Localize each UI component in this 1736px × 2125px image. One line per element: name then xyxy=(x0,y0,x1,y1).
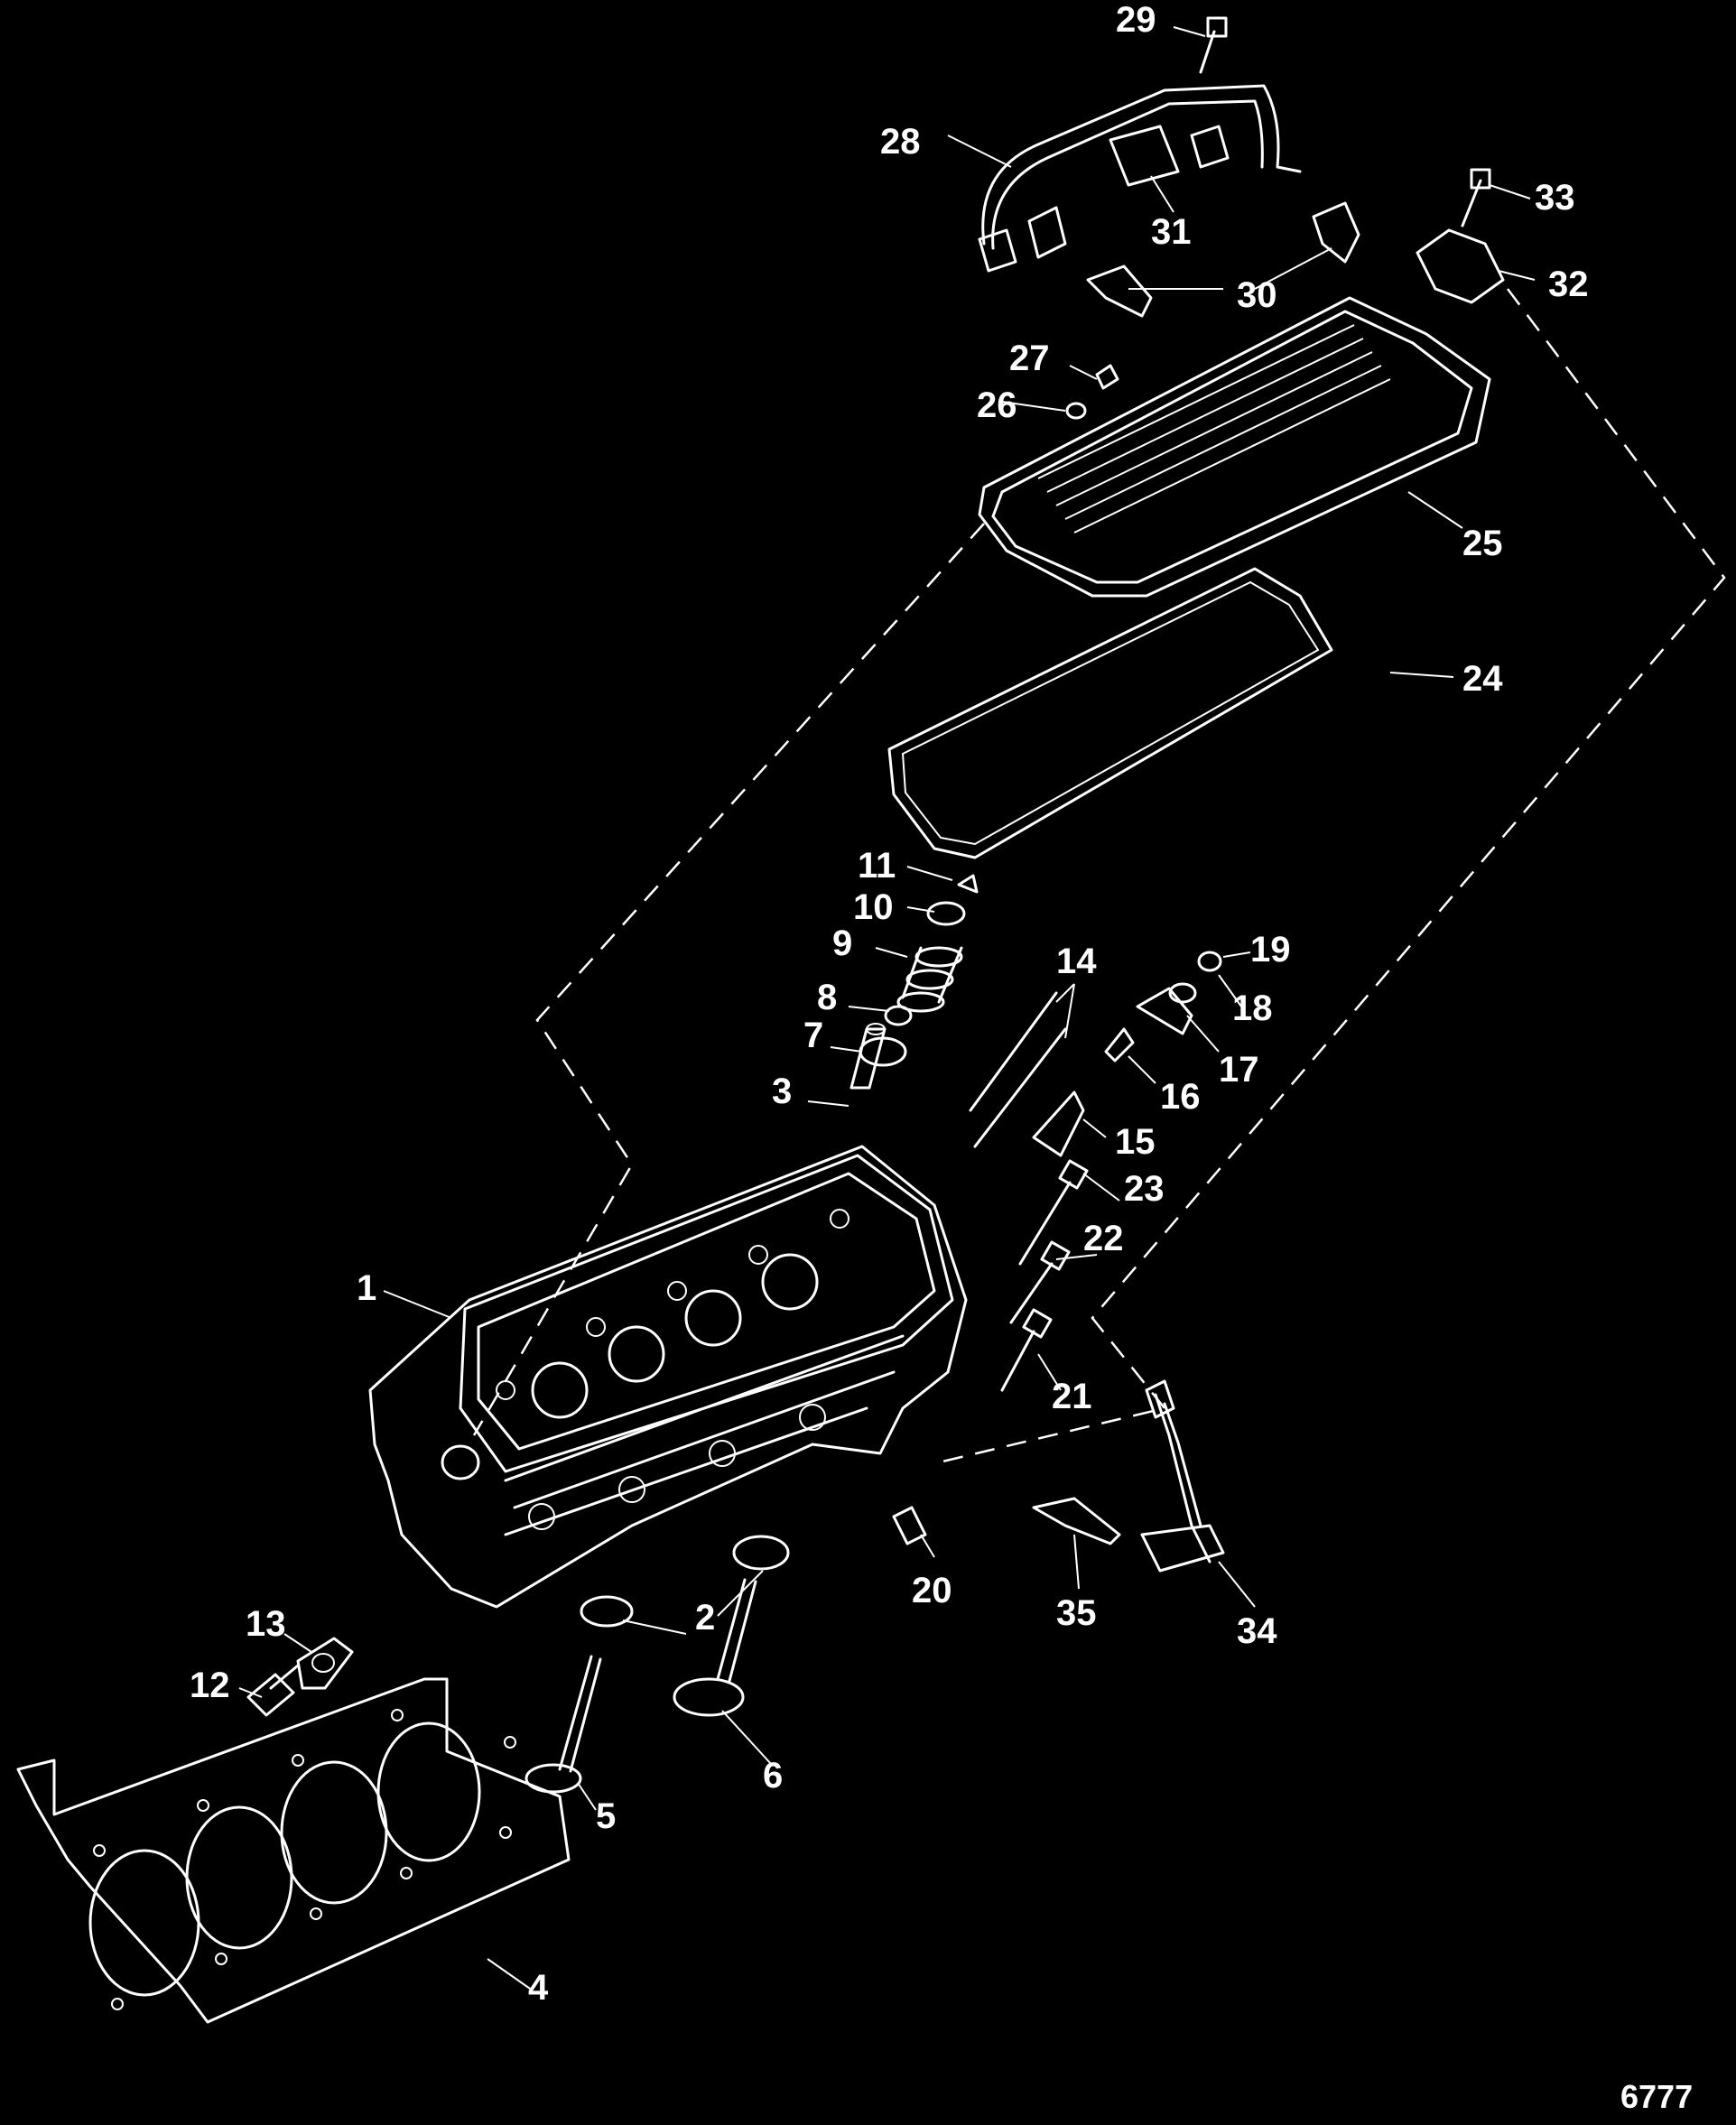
callout-5: 5 xyxy=(596,1796,616,1836)
callout-25: 25 xyxy=(1462,524,1503,563)
harness-bolt-part xyxy=(1199,16,1228,74)
callout-15: 15 xyxy=(1115,1122,1156,1162)
callout-22: 22 xyxy=(1083,1219,1124,1258)
callout-18: 18 xyxy=(1232,988,1273,1028)
ignition-harness-part xyxy=(978,84,1302,273)
callout-30: 30 xyxy=(1237,275,1277,315)
coil-bolt-part xyxy=(1461,168,1491,227)
callout-10: 10 xyxy=(853,887,894,927)
valve-cover-part xyxy=(978,296,1491,598)
callout-8: 8 xyxy=(817,978,837,1017)
callout-12: 12 xyxy=(190,1666,230,1705)
callout-1: 1 xyxy=(357,1268,376,1308)
callout-34: 34 xyxy=(1237,1611,1277,1651)
callout-21: 21 xyxy=(1052,1377,1092,1416)
valve-seal-parts xyxy=(580,1535,790,1628)
callout-24: 24 xyxy=(1462,659,1503,699)
callout-26: 26 xyxy=(977,385,1017,425)
callout-9: 9 xyxy=(832,923,852,963)
callout-27: 27 xyxy=(1009,339,1050,378)
ignition-coil-part xyxy=(1416,228,1505,304)
spark-plug-part xyxy=(1032,1497,1121,1545)
washer-part xyxy=(1065,402,1087,420)
cover-bolt-part xyxy=(1095,364,1119,390)
cylinder-head-part xyxy=(368,1145,968,1609)
pushrod-parts xyxy=(969,991,1067,1148)
seal-part xyxy=(296,1637,354,1690)
callout-32: 32 xyxy=(1548,264,1589,304)
valve-guide-part xyxy=(849,1023,887,1090)
coil-part xyxy=(1109,125,1230,187)
exhaust-valve-part xyxy=(673,1578,757,1717)
callout-28: 28 xyxy=(880,122,921,162)
callout-31: 31 xyxy=(1151,212,1192,252)
callout-labels: 1 2 3 4 5 6 7 8 9 10 11 12 13 14 15 16 1… xyxy=(190,0,1589,2008)
callout-35: 35 xyxy=(1056,1593,1097,1633)
callout-33: 33 xyxy=(1535,178,1575,218)
assembly-dashed-outline-right xyxy=(938,288,1726,1464)
callout-2: 2 xyxy=(695,1598,715,1638)
dowel-part xyxy=(246,1664,300,1717)
assembly-dashed-outline xyxy=(472,523,985,1436)
callout-17: 17 xyxy=(1219,1050,1259,1090)
head-bolt-parts xyxy=(1000,1159,1089,1392)
callout-13: 13 xyxy=(246,1604,286,1644)
callout-4: 4 xyxy=(528,1968,549,2008)
callout-14: 14 xyxy=(1056,942,1097,981)
callout-7: 7 xyxy=(803,1016,823,1055)
head-gasket-part xyxy=(16,1677,571,2024)
callout-16: 16 xyxy=(1160,1077,1201,1117)
callout-20: 20 xyxy=(912,1571,952,1610)
spark-plug-wire-part xyxy=(1140,1379,1225,1573)
intake-valve-part xyxy=(525,1655,602,1794)
valve-spring-stack xyxy=(859,874,979,1067)
callout-23: 23 xyxy=(1124,1169,1165,1209)
callout-11: 11 xyxy=(858,846,896,886)
callout-6: 6 xyxy=(763,1756,783,1796)
figure-number: 6777 xyxy=(1620,2078,1693,2115)
callout-19: 19 xyxy=(1250,930,1291,970)
rocker-parts xyxy=(1032,951,1222,1157)
plug-part xyxy=(892,1506,927,1545)
callout-3: 3 xyxy=(772,1072,792,1111)
callout-leaders xyxy=(238,26,1536,1991)
valve-cover-gasket-part xyxy=(887,567,1333,859)
coil-bracket-part xyxy=(1086,201,1360,318)
callout-29: 29 xyxy=(1116,0,1156,40)
